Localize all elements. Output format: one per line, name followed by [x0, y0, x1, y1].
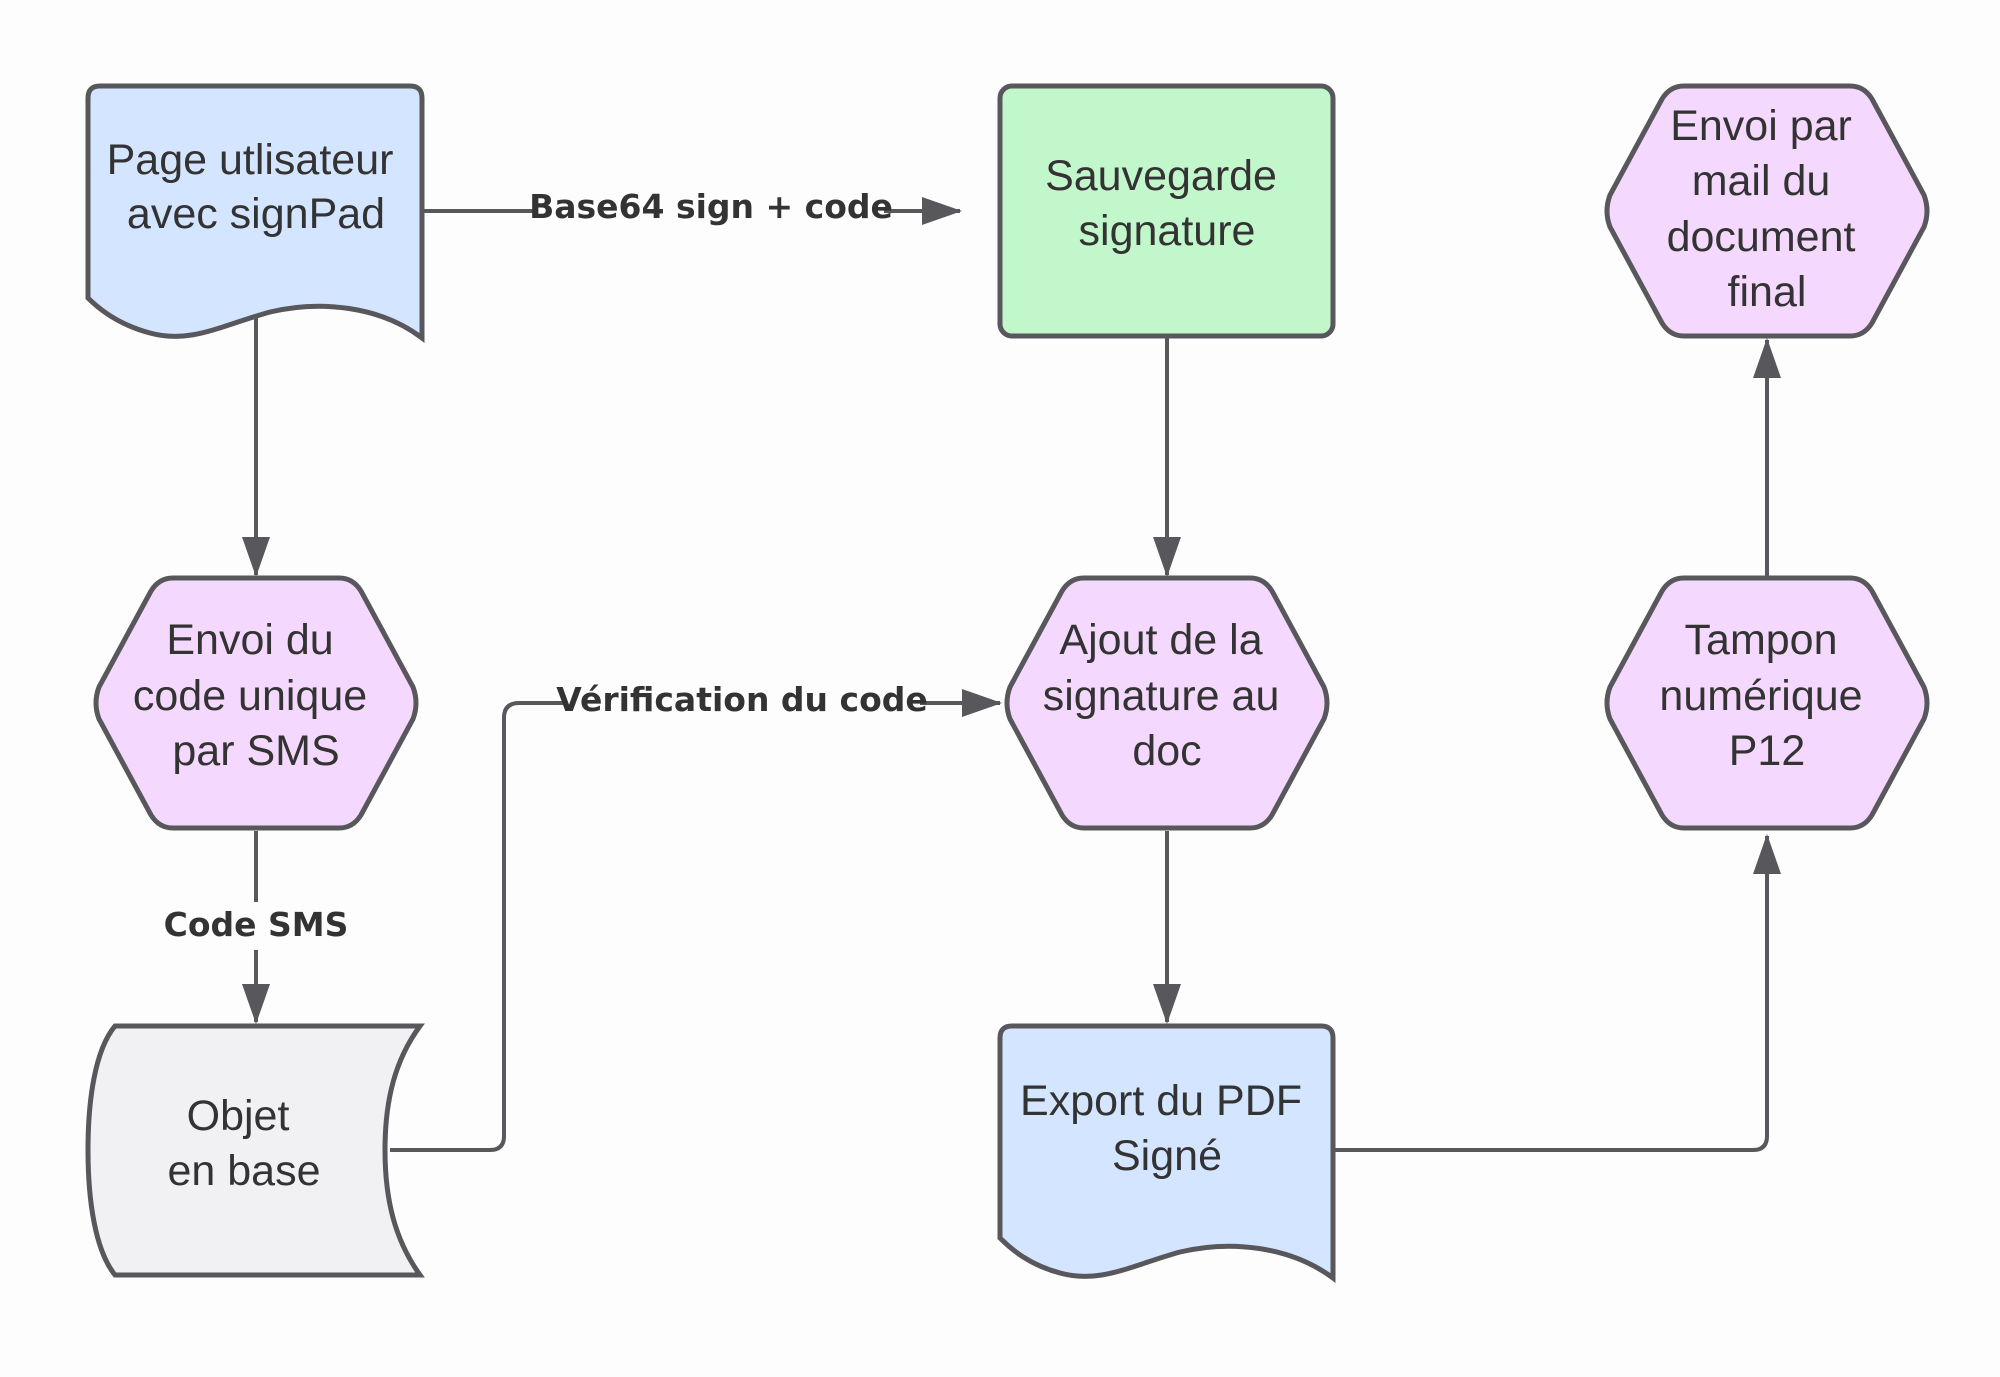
edge-label-base64: Base64 sign + code	[529, 187, 893, 226]
svg-text:Objet en base: Objet en base	[167, 1092, 320, 1195]
node-add-signature: Ajout de la signature au doc	[1004, 575, 1330, 831]
svg-text:Sauvegarde signature: Sauvegarde signature	[1045, 152, 1289, 255]
send-sms-line-2: code unique	[133, 672, 367, 720]
svg-text:Envoi du code unique: Envoi du code unique par SMS	[133, 616, 379, 775]
edge-stored-object-to-add-signature	[390, 689, 1002, 1152]
stored-object-line-1: Objet	[187, 1092, 290, 1140]
save-signature-line-1: Sauvegarde	[1045, 152, 1277, 200]
export-pdf-line-2: Signé	[1112, 1132, 1222, 1180]
svg-text:Page utlisateur avec sig: Page utlisateur avec signPad	[107, 136, 406, 238]
svg-text:Ajout de la signature au: Ajout de la signature au doc	[1043, 616, 1292, 775]
send-mail-line-4: final	[1728, 268, 1807, 316]
export-pdf-line-1: Export du PDF	[1020, 1077, 1302, 1125]
node-user-page: Page utlisateur avec signPad	[85, 83, 425, 344]
svg-text:Tampon numérique P: Tampon numérique P12	[1659, 616, 1874, 775]
node-send-sms: Envoi du code unique par SMS	[93, 575, 419, 831]
user-page-line-2: avec signPad	[127, 190, 385, 238]
send-mail-line-2: mail du	[1692, 157, 1831, 205]
send-mail-line-3: document	[1667, 213, 1856, 261]
node-send-mail: Envoi par mail du document final	[1604, 83, 1930, 339]
add-signature-line-3: doc	[1132, 727, 1201, 775]
node-stored-object: Objet en base	[85, 1023, 425, 1278]
send-sms-line-1: Envoi du	[166, 616, 333, 664]
digital-stamp-line-2: numérique	[1659, 672, 1862, 720]
svg-text:Export du PDF Signé: Export du PDF Signé	[1020, 1077, 1314, 1180]
edge-export-pdf-to-digital-stamp	[1333, 834, 1781, 1152]
edge-label-verification: Vérification du code	[556, 680, 928, 719]
save-signature-line-2: signature	[1079, 207, 1256, 255]
node-save-signature: Sauvegarde signature	[997, 83, 1336, 339]
add-signature-line-2: signature au	[1043, 672, 1280, 720]
send-sms-line-3: par SMS	[172, 727, 339, 775]
user-page-line-1: Page utlisateur	[107, 136, 394, 184]
add-signature-line-1: Ajout de la	[1059, 616, 1262, 664]
edge-label-code-sms: Code SMS	[164, 905, 349, 944]
svg-text:Envoi par mail du: Envoi par mail du document final	[1667, 102, 1868, 316]
edge-labels: Base64 sign + code Code SMS Vérification…	[158, 186, 928, 950]
send-mail-line-1: Envoi par	[1670, 102, 1852, 150]
digital-stamp-line-1: Tampon	[1685, 616, 1838, 664]
digital-stamp-line-3: P12	[1729, 727, 1806, 775]
stored-object-line-2: en base	[167, 1147, 320, 1195]
node-digital-stamp: Tampon numérique P12	[1604, 575, 1930, 831]
node-export-pdf: Export du PDF Signé	[997, 1023, 1336, 1283]
